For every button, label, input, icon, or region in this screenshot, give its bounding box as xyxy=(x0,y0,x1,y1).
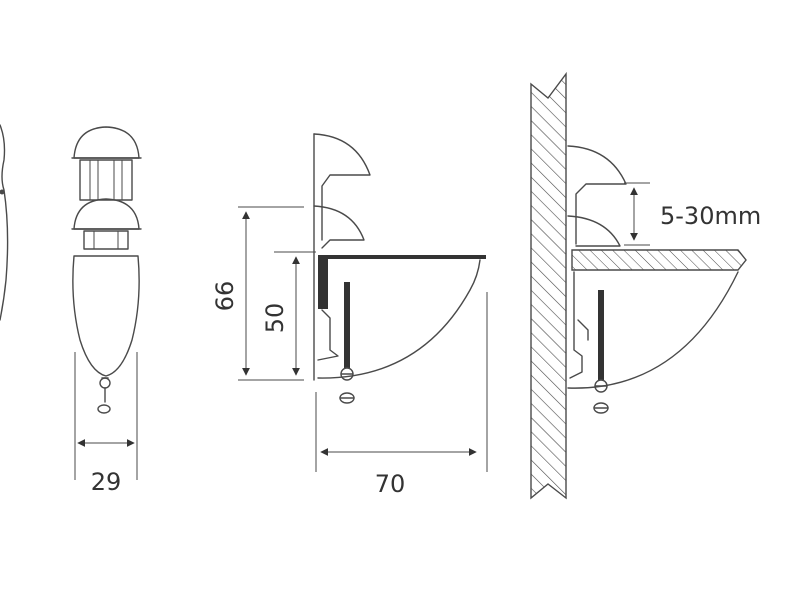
dim-depth-label: 70 xyxy=(375,470,406,498)
dim-width-label: 29 xyxy=(91,468,122,496)
mounted-view: 5-30mm xyxy=(530,71,761,500)
dim-total-height-label: 66 xyxy=(211,281,239,312)
partial-view-left-edge xyxy=(0,124,9,321)
dim-thickness-range-label: 5-30mm xyxy=(660,202,761,230)
dim-clamp-height-label: 50 xyxy=(261,303,289,334)
side-view: 66 50 70 xyxy=(211,133,488,498)
front-view: 29 xyxy=(71,126,142,496)
